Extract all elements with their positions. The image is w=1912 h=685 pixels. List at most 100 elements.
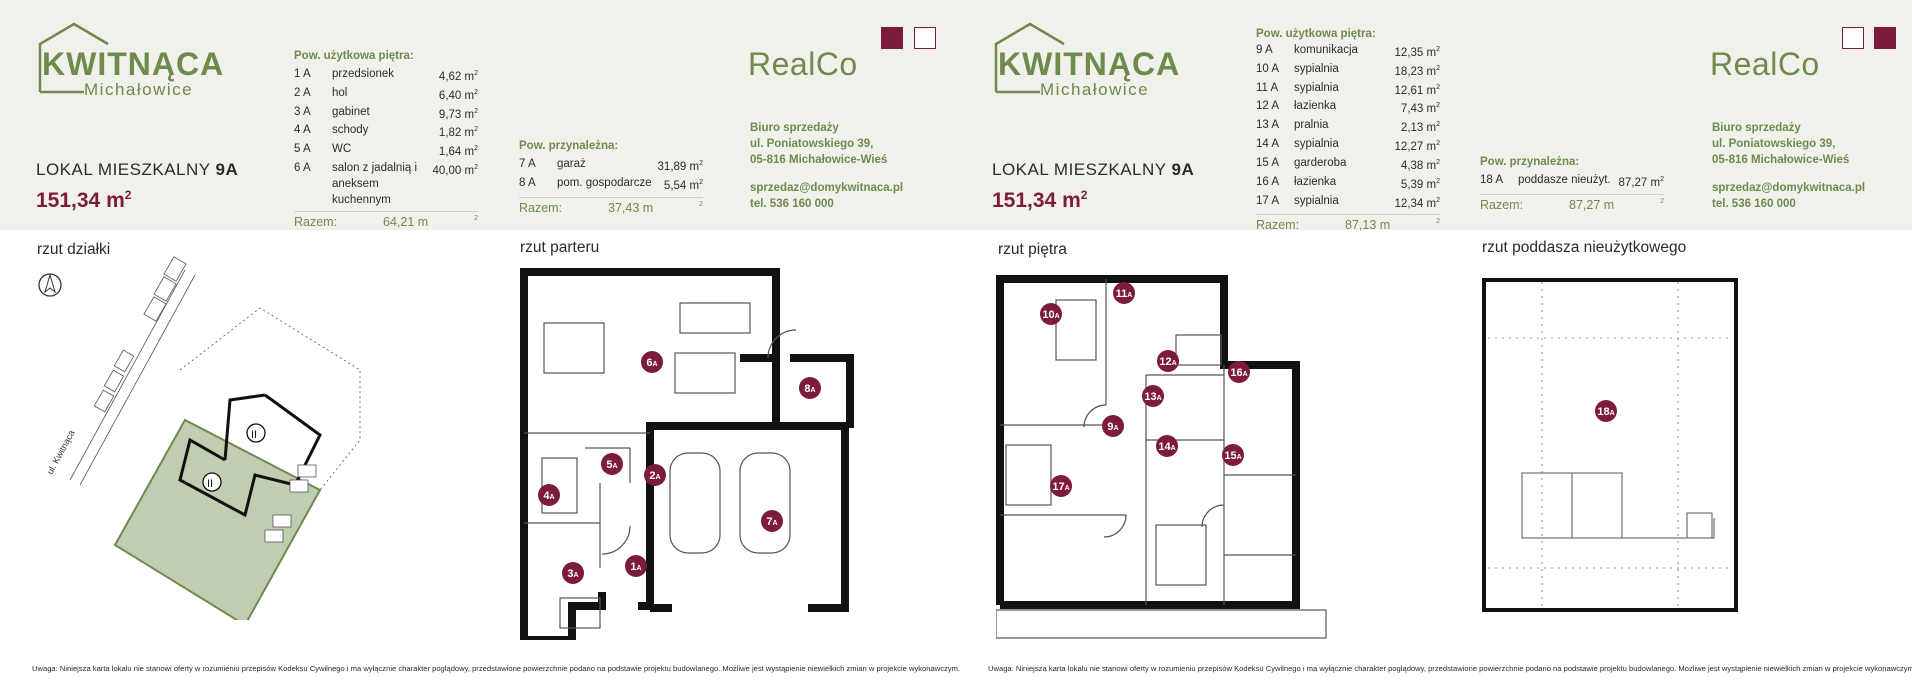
room-id: 13 A — [1256, 119, 1280, 132]
usable-caption: Pow. użytkowa piętra: — [294, 50, 414, 62]
disclaimer-note: Uwaga: Niniejsza karta lokalu nie stanow… — [32, 664, 961, 673]
room-area-sup: 2 — [1436, 196, 1440, 204]
unit-card-ground: KWITNĄCA Michałowice LOKAL MIESZKALNY 9A… — [0, 0, 960, 673]
unit-area-sup: 2 — [124, 188, 132, 202]
room-marker: 10A — [1040, 303, 1062, 325]
room-area-sup: 2 — [1436, 83, 1440, 91]
extra-total-label: Razem: — [1480, 197, 1524, 212]
room-id: 18 A — [1480, 174, 1504, 186]
room-area-sup: 2 — [1436, 158, 1440, 166]
brand-name: KWITNĄCA — [42, 46, 225, 82]
room-marker: 13A — [1142, 385, 1164, 407]
office-line3: 05-816 Michałowice-Wieś — [1712, 154, 1850, 166]
room-area-value: 2,13 m — [1400, 122, 1437, 135]
room-area-sup: 2 — [474, 70, 478, 77]
room-area-sup: 2 — [1436, 177, 1440, 185]
room-area-value: 7,43 m — [1400, 103, 1437, 116]
room-area-sup: 2 — [474, 107, 478, 115]
extra-total-value: 87,27 m — [1569, 197, 1615, 212]
room-area-value: 1,64 m — [438, 146, 475, 159]
room-area: 1,64 m2 — [439, 141, 478, 160]
room-area-sup: 2 — [474, 126, 478, 134]
room-area: 87,27 m2 — [1619, 172, 1664, 191]
room-name: sypialnia — [1294, 81, 1339, 94]
unit-area: 151,34 m2 — [36, 188, 131, 213]
extra-rows: 18 A poddasze nieużyt. 87,27 m2 — [1480, 172, 1664, 191]
attic-plan-label: rzut poddasza nieużytkowego — [1482, 239, 1687, 256]
page-indicator-empty — [914, 27, 936, 49]
area-table-row: 5 A WC 1,64 m2 — [294, 141, 478, 160]
office-phone[interactable]: tel. 536 160 000 — [750, 198, 834, 210]
room-area-value: 4,62 m — [438, 70, 475, 83]
brand-name: KWITNĄCA — [998, 46, 1181, 82]
header-band — [956, 0, 1912, 230]
room-area-value: 5,54 m — [663, 179, 700, 192]
room-id: 7 A — [519, 158, 536, 170]
extra-total-label: Razem: — [519, 200, 563, 215]
house-outline-icon — [994, 22, 1065, 94]
brand-sub: Michałowice — [1040, 80, 1150, 99]
sales-office: Biuro sprzedaży ul. Poniatowskiego 39, 0… — [750, 120, 903, 212]
room-area-sup: 2 — [1436, 46, 1440, 53]
room-area: 7,43 m2 — [1401, 98, 1440, 117]
room-area: 12,34 m2 — [1395, 193, 1440, 212]
room-name: WC — [332, 143, 352, 156]
room-marker: 5A — [601, 453, 623, 475]
room-area: 6,40 m2 — [439, 85, 478, 104]
unit-area-value: 151,34 m — [992, 189, 1081, 212]
office-phone[interactable]: tel. 536 160 000 — [1712, 198, 1796, 210]
room-id: 6 A — [294, 162, 311, 175]
header-band — [0, 0, 956, 230]
room-area: 1,82 m2 — [439, 122, 478, 141]
office-line3: 05-816 Michałowice-Wieś — [750, 154, 888, 166]
room-area-value: 12,27 m — [1394, 140, 1437, 153]
sales-office: Biuro sprzedaży ul. Poniatowskiego 39, 0… — [1712, 120, 1865, 212]
room-area-value: 87,27 m — [1618, 176, 1661, 189]
room-area: 4,62 m2 — [439, 66, 478, 85]
svg-text:1A: 1A — [630, 561, 641, 573]
brand-logo: KWITNĄCA Michałowice — [38, 22, 228, 102]
room-name: poddasze nieużyt. — [1518, 174, 1611, 186]
room-area: 12,35 m2 — [1395, 42, 1440, 61]
room-area-value: 18,23 m — [1394, 65, 1437, 78]
room-id: 3 A — [294, 105, 311, 118]
room-id: 5 A — [294, 143, 311, 156]
room-id: 12 A — [1256, 100, 1280, 113]
svg-text:2A: 2A — [649, 470, 660, 482]
room-name: komunikacja — [1294, 44, 1358, 56]
room-area-value: 31,89 m — [657, 160, 700, 173]
unit-area-sup: 2 — [1080, 188, 1088, 202]
office-email[interactable]: sprzedaz@domykwitnaca.pl — [1712, 182, 1866, 194]
room-area: 12,27 m2 — [1395, 136, 1440, 155]
office-line2: ul. Poniatowskiego 39, — [750, 138, 874, 150]
room-name: pom. gospodarcze — [557, 176, 652, 189]
office-line2: ul. Poniatowskiego 39, — [1712, 138, 1836, 150]
unit-area: 151,34 m2 — [992, 188, 1087, 213]
unit-title-prefix: LOKAL MIESZKALNY — [992, 160, 1167, 179]
unit-number: 9A — [1171, 160, 1195, 179]
room-marker: 16A — [1228, 361, 1250, 383]
room-name: sypialnia — [1294, 62, 1339, 75]
office-email[interactable]: sprzedaz@domykwitnaca.pl — [750, 182, 904, 194]
room-name: garderoba — [1294, 156, 1347, 169]
room-id: 9 A — [1256, 44, 1273, 56]
room-marker: 11A — [1113, 282, 1135, 304]
room-marker: 9A — [1102, 415, 1124, 437]
usable-total-value: 64,21 m — [383, 215, 429, 230]
usable-caption: Pow. użytkowa piętra: — [1256, 28, 1376, 40]
unit-number: 9A — [215, 160, 239, 179]
